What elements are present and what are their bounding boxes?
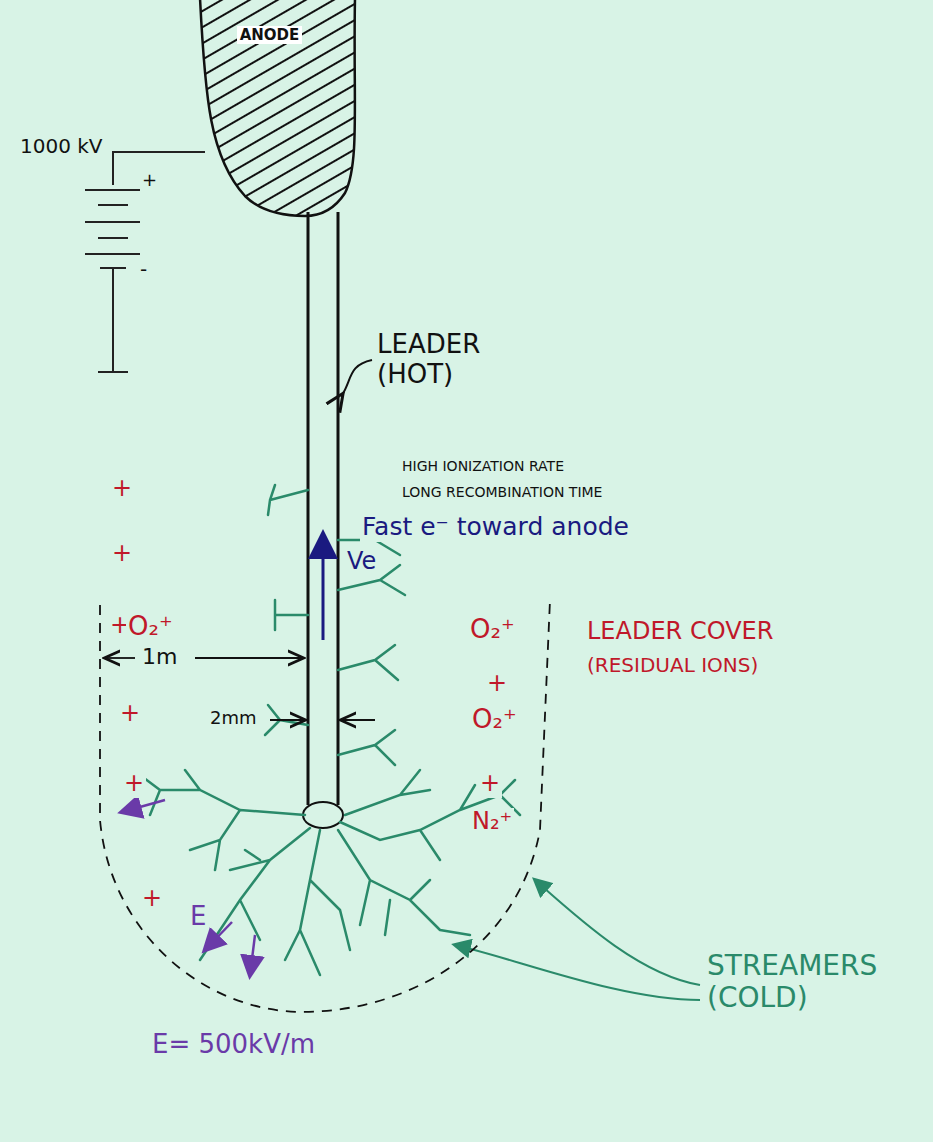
voltage-label: 1000 kV [18, 135, 105, 158]
dimension-label: 1m [140, 644, 179, 669]
ion-sign: + [110, 540, 134, 568]
field-label: E [188, 902, 208, 932]
node-label: ANODE [237, 26, 303, 44]
electron-note: Fast e⁻ toward anode [360, 513, 631, 542]
battery-symbol [85, 152, 205, 372]
leader-channel [303, 212, 343, 828]
ion-sign: + [140, 885, 164, 913]
ion-sign: + [478, 770, 502, 798]
streamers-label: STREAMERS (COLD) [705, 950, 909, 1014]
ion-sign: + [122, 770, 146, 798]
ion-sign: + [485, 670, 509, 698]
ion-sign: + [110, 475, 134, 503]
dimension-label: 2mm [208, 708, 259, 729]
ion-label: O₂⁺ [468, 615, 517, 645]
anode-electrode: ANODE [195, 0, 360, 218]
field-value: E= 500kV/m [150, 1030, 317, 1060]
electron-arrow [322, 535, 325, 640]
streamers [140, 485, 520, 975]
note: LONG RECOMBINATION TIME [400, 484, 604, 500]
ion-label: N₂⁺ [470, 808, 514, 836]
leader-line [535, 880, 700, 985]
polarity-sign: - [138, 258, 149, 281]
velocity-label: Ve [345, 548, 378, 576]
cover-label: (RESIDUAL IONS) [585, 654, 760, 677]
ion-label: O₂⁺ [470, 705, 519, 735]
cover-label: LEADER COVER [585, 618, 775, 646]
ion-sign: + [118, 700, 142, 728]
field-arrow [122, 800, 255, 975]
leader-cover-outline [100, 600, 550, 1012]
leader-label: LEADER (HOT) [375, 330, 529, 390]
note: HIGH IONIZATION RATE [400, 458, 566, 474]
leader-line [342, 360, 372, 395]
leader-line [455, 945, 700, 1000]
polarity-sign: + [140, 170, 159, 191]
ion-label: O₂⁺ [126, 612, 175, 642]
